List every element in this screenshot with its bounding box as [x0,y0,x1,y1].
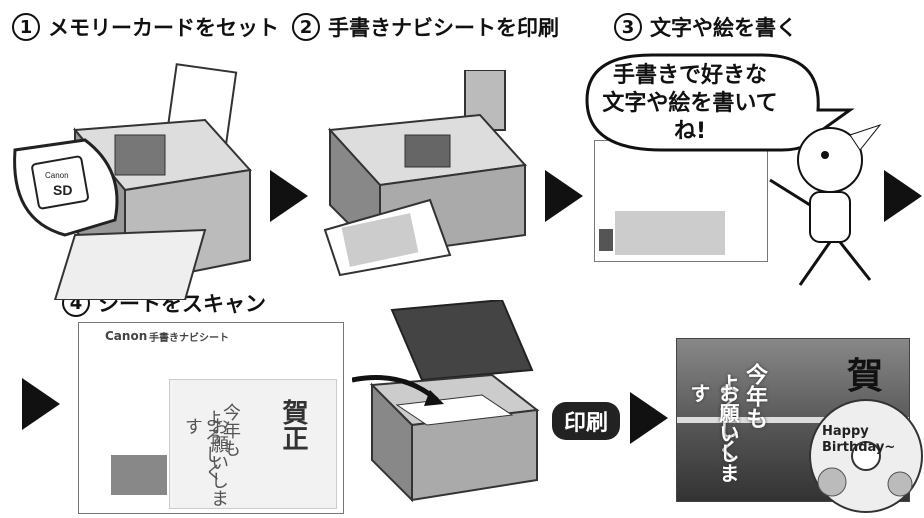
photo-hand-col3: お願いします [687,383,740,483]
hand-message-col3: お願いします [182,417,229,507]
step-number: 1 [12,13,40,41]
speech-bubble [585,53,855,152]
photo-hand-col2: よろしく [714,373,740,461]
hand-greeting: 賀正 [278,399,308,451]
printer-with-memory-card-illustration: Canon SD [13,63,252,300]
step-2-title: 2 手書きナビシートを印刷 [292,12,559,42]
sheet-title: 手書きナビシート [149,333,229,344]
arrow-right-icon [22,378,60,430]
arrow-right-icon [884,170,922,222]
hand-message-col1: 今年も [220,403,241,457]
step-label: 文字や絵を書く [650,16,797,40]
step-3-title: 3 文字や絵を書く [614,12,797,42]
photo-greeting-char: 賀 [847,355,884,397]
sheet-brand: Canon [105,329,148,343]
navi-sheet-small [594,140,768,262]
step-number: 2 [292,13,320,41]
photo-hand-col1: 今年も [742,363,768,429]
svg-text:Canon: Canon [45,171,69,180]
speech-bubble-text: 手書きで好きな 文字や絵を書いてね! [600,62,780,146]
bubble-line-2: 文字や絵を書いてね! [602,91,778,144]
step-label: 手書きナビシートを印刷 [328,16,559,40]
step-number: 3 [614,13,642,41]
printed-disc [809,399,923,513]
mascot-character [769,123,882,286]
svg-text:SD: SD [53,182,72,198]
handwritten-navi-sheet: Canon 手書きナビシート 賀正 今年も よろしく お願いします [78,322,344,514]
hand-message-col2: よろしく [202,409,223,481]
step-label: メモリーカードをセット [48,16,279,40]
printer-printing-illustration [323,70,528,277]
arrow-right-icon [545,170,583,222]
print-badge: 印刷 [552,402,621,440]
disc-text: Happy Birthday~ [822,424,896,455]
step-1-title: 1 メモリーカードをセット [12,12,279,42]
bubble-line-1: 手書きで好きな [612,63,767,88]
scanner-printer-illustration [352,300,540,503]
arrow-right-icon [630,392,668,444]
arrow-right-icon [270,170,308,222]
